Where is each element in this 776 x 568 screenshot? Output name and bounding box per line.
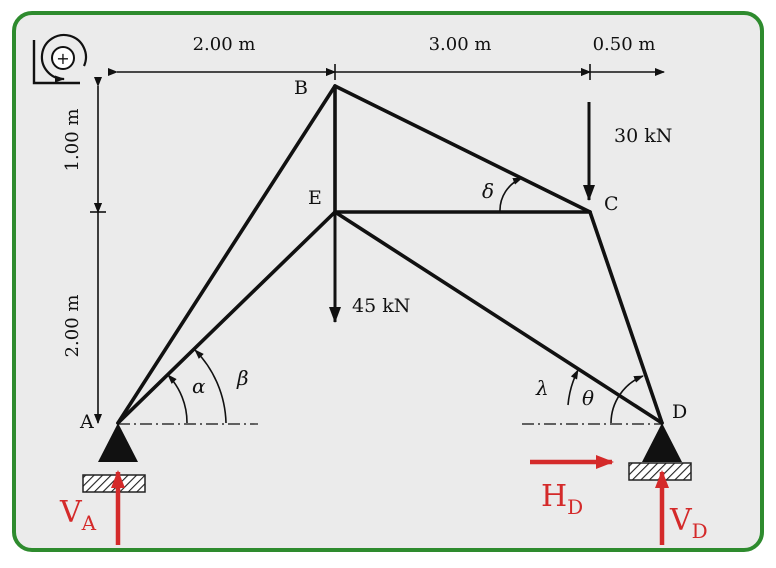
angle-arc-delta	[499, 177, 523, 213]
vertical-dimensions	[90, 77, 106, 424]
member-ab	[116, 84, 337, 425]
node-label-b: B	[294, 77, 308, 99]
node-label-c: C	[604, 193, 619, 215]
horizontal-dimensions	[108, 64, 665, 80]
angle-arc-lambda	[567, 369, 579, 406]
sign-symbol: +	[56, 49, 69, 68]
member-cd	[588, 210, 664, 425]
angle-beta-label: β	[236, 366, 249, 390]
diagram-frame	[12, 11, 764, 552]
counterclockwise-positive-moment-icon: +	[32, 33, 87, 85]
load-label-45kn: 45 kN	[352, 295, 410, 317]
node-label-a: A	[79, 411, 94, 433]
dim-label-2m: 2.00 m	[193, 34, 256, 55]
load-label-30kn: 30 kN	[614, 125, 672, 147]
member-ae	[116, 210, 337, 425]
angle-arcs	[167, 177, 644, 424]
node-label-e: E	[308, 187, 322, 209]
angle-arc-alpha	[167, 374, 188, 424]
reaction-label-va: VA	[59, 495, 97, 535]
truss-members	[116, 84, 664, 425]
reaction-label-hd: HD	[541, 479, 583, 519]
angle-alpha-label: α	[192, 374, 206, 398]
node-label-d: D	[672, 401, 687, 423]
member-ed	[333, 210, 664, 425]
dim-label-3m: 3.00 m	[429, 34, 492, 55]
reaction-label-vd: VD	[669, 503, 708, 543]
angle-arc-beta	[194, 349, 227, 424]
dim-label-1m: 1.00 m	[62, 109, 83, 172]
angle-lambda-label: λ	[535, 376, 549, 400]
angle-delta-label: δ	[482, 179, 494, 203]
dim-label-05m: 0.50 m	[593, 34, 656, 55]
angle-theta-label: θ	[582, 386, 594, 410]
angle-arc-theta	[610, 375, 644, 424]
dim-label-2m-vertical: 2.00 m	[62, 295, 83, 358]
member-bc	[333, 84, 592, 214]
